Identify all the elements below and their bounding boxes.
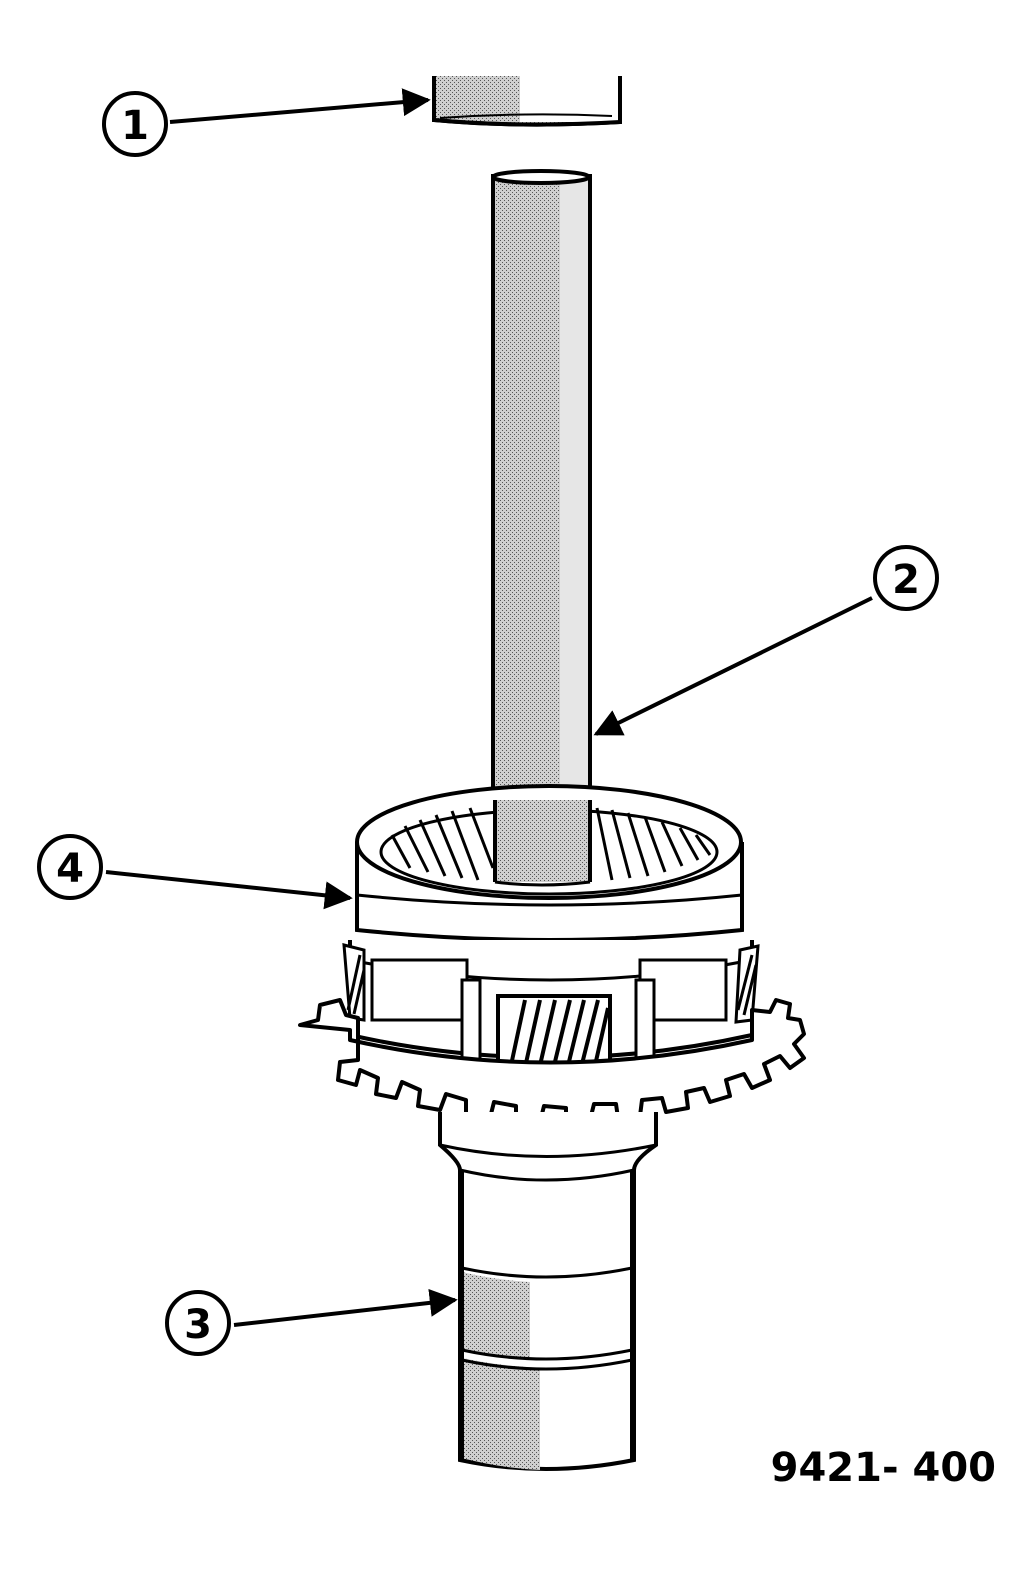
ring-gear-part: [355, 784, 744, 942]
planet-carrier-part: [342, 940, 760, 1082]
figure-id: 9421- 400: [770, 1445, 996, 1491]
callout-1: 1: [102, 88, 431, 157]
shaft-part: [491, 169, 592, 888]
callout-3-label: 3: [184, 1302, 212, 1348]
callout-4-label: 4: [56, 846, 84, 892]
tool-part: [432, 76, 622, 127]
callout-2: 2: [593, 545, 939, 736]
sprocket-part: [298, 998, 806, 1124]
callout-1-label: 1: [121, 103, 149, 149]
internal-teeth-hatching: [390, 807, 712, 881]
callout-2-leader: [593, 596, 873, 736]
callout-1-leader: [169, 88, 431, 124]
callout-4: 4: [37, 834, 353, 910]
callout-3-leader: [233, 1288, 458, 1327]
callout-2-label: 2: [892, 557, 920, 603]
output-shaft-part: [438, 1112, 658, 1471]
callout-4-leader: [105, 870, 353, 910]
callout-3: 3: [165, 1288, 458, 1356]
